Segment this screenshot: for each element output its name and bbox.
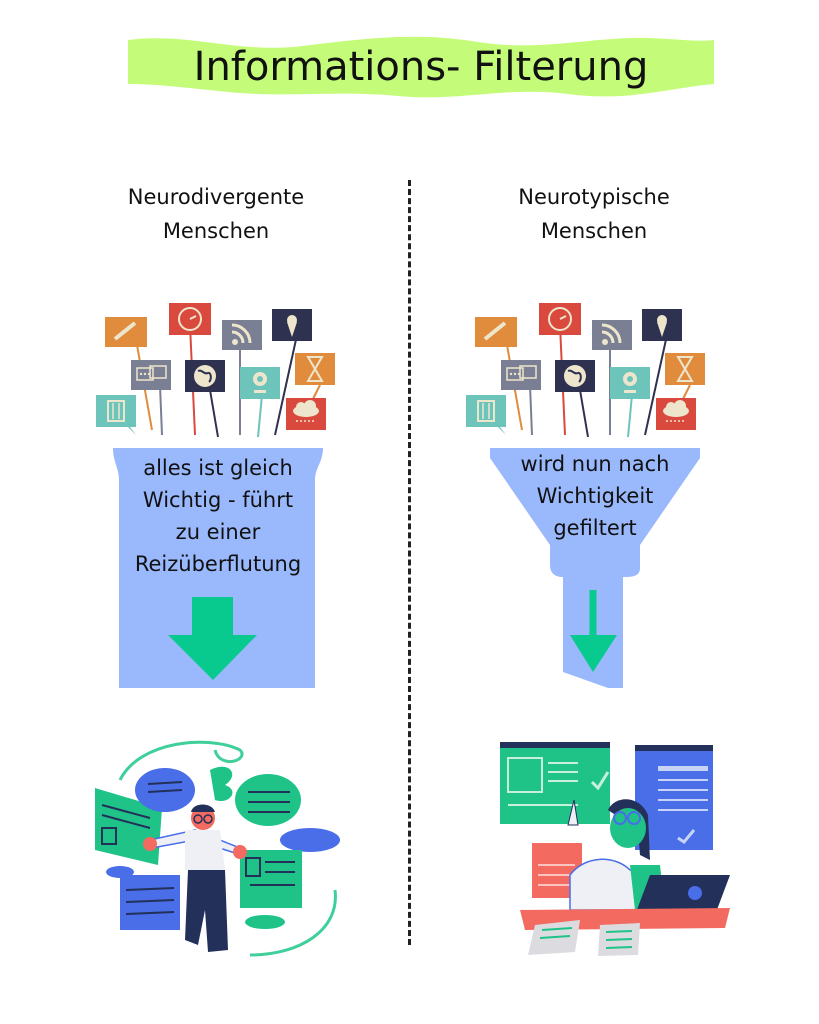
- wide-channel-shape: [113, 448, 323, 688]
- narrow-funnel-right: [490, 448, 700, 688]
- banner-shape: [128, 36, 714, 98]
- arrow-down-icon: [168, 597, 257, 680]
- window-checked-icon: [500, 742, 610, 824]
- heading-line2: Menschen: [540, 219, 648, 243]
- funnel-text-line: wird nun nach: [520, 452, 670, 476]
- heading-neurodivergent: Neurodivergente Menschen: [66, 180, 366, 248]
- document-icon: [120, 875, 180, 930]
- heading-line1: Neurodivergente: [127, 185, 305, 209]
- paper-sheet-icon: [598, 923, 640, 956]
- speech-bubble-icon: [235, 774, 301, 826]
- title-banner: [128, 36, 714, 98]
- speech-bubble-icon: [135, 768, 195, 812]
- overwhelmed-person-illustration: [95, 740, 340, 957]
- person-figure: [143, 804, 247, 952]
- funnel-text-line: Wichtigkeit: [536, 484, 654, 508]
- heading-line1: Neurotypische: [518, 185, 670, 209]
- funnel-shape: [490, 448, 700, 688]
- funnel-text-line: gefiltert: [553, 516, 637, 540]
- page-title: Informations- Filterung: [193, 44, 649, 90]
- funnel-text-line: Wichtig - führt: [142, 488, 294, 512]
- funnel-text-left: alles ist gleich Wichtig - führt zu eine…: [118, 452, 318, 580]
- wide-funnel-left: [113, 448, 323, 688]
- funnel-text-line: Reizüberflutung: [134, 552, 302, 576]
- arrow-down-icon: [570, 635, 617, 672]
- heading-neurotypical: Neurotypische Menschen: [444, 180, 744, 248]
- paper-sheet-icon: [528, 920, 580, 955]
- info-icons-cluster-left: [94, 301, 337, 439]
- dashed-divider: [408, 180, 411, 945]
- focused-person-illustration: [500, 742, 730, 956]
- heading-line2: Menschen: [162, 219, 270, 243]
- funnel-text-right: wird nun nach Wichtigkeit gefiltert: [490, 448, 700, 544]
- document-icon: [240, 850, 302, 908]
- info-icons-cluster-right: [464, 301, 707, 439]
- funnel-text-line: alles ist gleich: [143, 456, 293, 480]
- laptop-icon: [635, 875, 730, 915]
- funnel-text-line: zu einer: [175, 520, 261, 544]
